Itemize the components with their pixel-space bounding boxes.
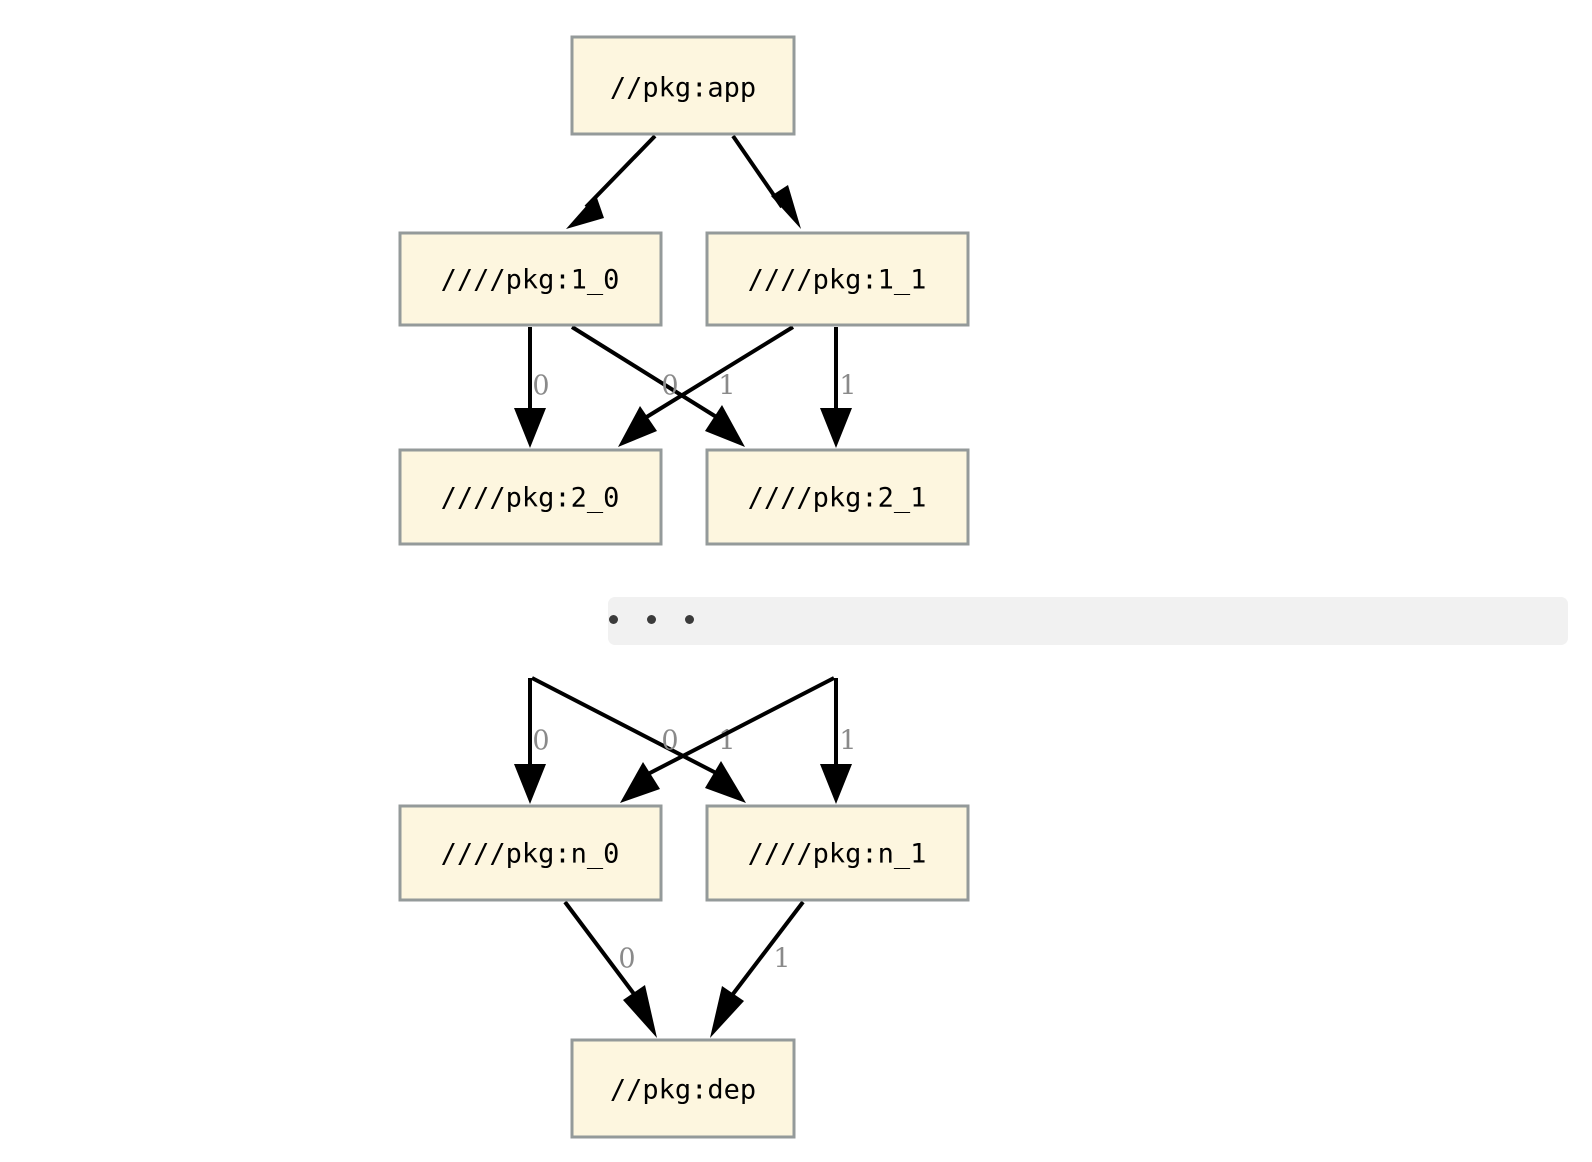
node-pkg-1_0-label: ////pkg:1_0 <box>441 265 620 296</box>
edge-label-1_0-2_1: 1 <box>718 371 735 402</box>
node-dep[interactable]: //pkg:dep <box>570 1038 796 1139</box>
truncation-band <box>608 597 1568 645</box>
edge-label-trunc-n_0: 0 <box>532 726 549 757</box>
ellipsis-dot-3 <box>685 615 694 624</box>
node-pkg-1_0[interactable]: ////pkg:1_0 <box>398 231 663 327</box>
edge-label-trunc-n_0-cross: 0 <box>661 726 678 757</box>
edge-app-to-1_0 <box>566 134 657 229</box>
edge-n_1-to-dep: 1 <box>710 900 805 1038</box>
edge-label-1_0-2_0: 0 <box>532 371 549 402</box>
edge-1_0-to-2_0: 0 <box>514 327 550 448</box>
node-pkg-2_1-label: ////pkg:2_1 <box>748 483 927 514</box>
node-app-label: //pkg:app <box>610 73 756 104</box>
node-dep-label: //pkg:dep <box>610 1075 756 1106</box>
node-pkg-n_0-label: ////pkg:n_0 <box>441 839 620 870</box>
edge-label-n_0-dep: 0 <box>618 944 635 975</box>
edge-label-trunc-n_1: 1 <box>839 726 856 757</box>
edge-trunc-to-n_0-cross: 0 <box>620 676 835 803</box>
edge-label-1_1-2_0: 0 <box>661 371 678 402</box>
edge-trunc-to-n_1-straight: 1 <box>820 678 857 804</box>
node-pkg-1_1[interactable]: ////pkg:1_1 <box>705 231 970 327</box>
node-app[interactable]: //pkg:app <box>570 35 796 136</box>
edge-n_0-to-dep: 0 <box>563 900 657 1038</box>
ellipsis-indicator <box>609 615 723 624</box>
edge-1_1-to-2_1: 1 <box>820 327 857 448</box>
node-pkg-n_1[interactable]: ////pkg:n_1 <box>705 804 970 902</box>
node-pkg-2_1[interactable]: ////pkg:2_1 <box>705 448 970 546</box>
node-pkg-2_0[interactable]: ////pkg:2_0 <box>398 448 663 546</box>
edge-trunc-to-n_0-straight: 0 <box>514 678 550 804</box>
edge-label-1_1-2_1: 1 <box>839 371 856 402</box>
node-pkg-2_0-label: ////pkg:2_0 <box>441 483 620 514</box>
edge-app-to-1_1 <box>731 134 801 229</box>
node-pkg-1_1-label: ////pkg:1_1 <box>748 265 927 296</box>
edge-1_0-to-2_1: 1 <box>570 325 745 447</box>
edge-1_1-to-2_0: 0 <box>618 325 795 447</box>
ellipsis-dot-2 <box>647 615 656 624</box>
edge-label-n_1-dep: 1 <box>773 944 790 975</box>
node-pkg-n_0[interactable]: ////pkg:n_0 <box>398 804 663 902</box>
node-pkg-n_1-label: ////pkg:n_1 <box>748 839 927 870</box>
ellipsis-dot-1 <box>609 615 618 624</box>
